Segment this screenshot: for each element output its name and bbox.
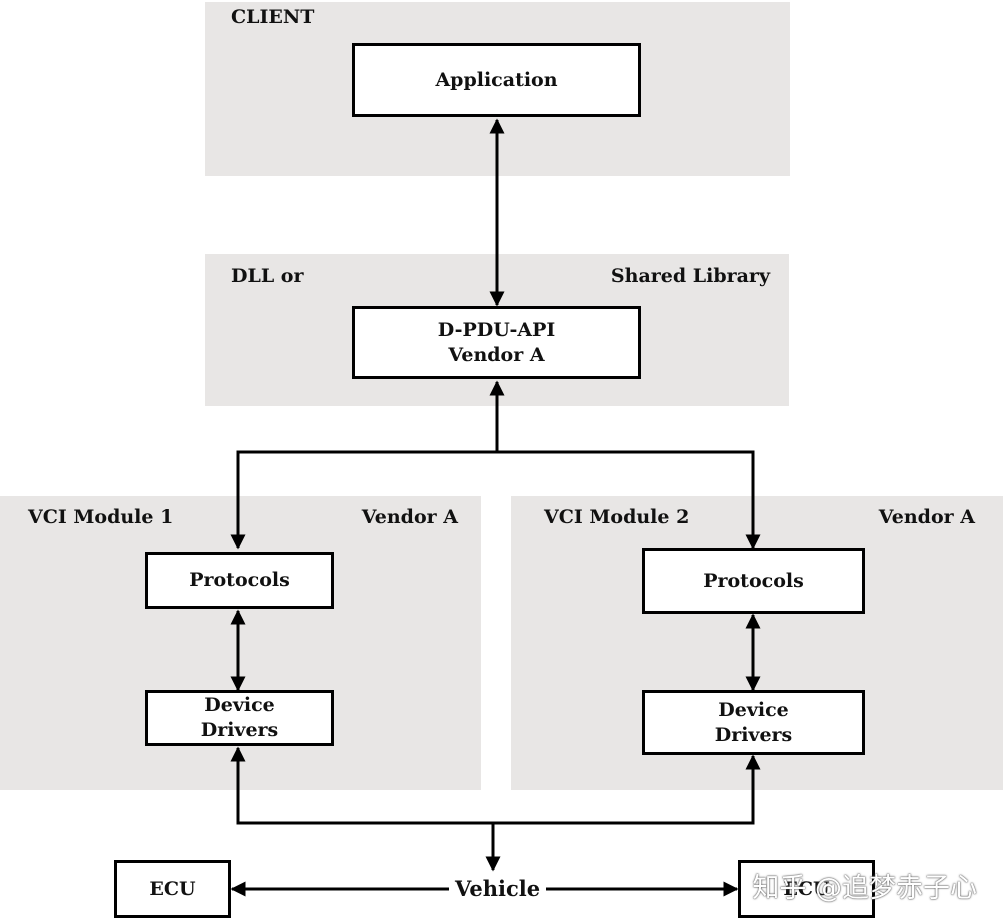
vci-module-2-title: VCI Module 2 [544,506,690,528]
application-label: Application [435,68,558,91]
vci-module-1-vendor: Vendor A [361,506,458,528]
application-box: Application [352,43,641,117]
d-pdu-api-box: D-PDU-API Vendor A [352,306,641,379]
vci-module-1-protocols-box: Protocols [145,552,334,609]
bus-bottom [230,746,761,825]
ecu-right-box: ECU [738,860,875,918]
vci-module-2-vendor: Vendor A [878,506,975,528]
vci-module-2-drivers-line1: Device [718,698,789,721]
vci-module-2-drivers-box: Device Drivers [642,690,865,755]
bus-top [230,450,761,550]
library-label-right: Shared Library [610,265,770,287]
vci-module-2-drivers-line2: Drivers [714,723,793,746]
library-label-left: DLL or [231,265,304,287]
ecu-left-label: ECU [149,877,196,900]
ecu-left-box: ECU [114,860,231,918]
d-pdu-api-label: D-PDU-API [437,318,556,341]
vci-module-1-title: VCI Module 1 [28,506,174,528]
client-title: CLIENT [231,6,315,28]
vci-module-1-drivers-line2: Drivers [200,719,279,741]
d-pdu-api-vendor: Vendor A [448,343,545,366]
vehicle-label: Vehicle [449,878,547,899]
vci-module-2-protocols-box: Protocols [642,548,865,614]
ecu-right-label: ECU [783,877,830,900]
vci-module-2-protocols-label: Protocols [703,569,804,592]
watermark: 知乎 @追梦赤子心 [752,873,977,904]
vci-module-1-protocols-label: Protocols [189,569,290,591]
vci-module-1-drivers-box: Device Drivers [145,690,334,746]
vci-module-1-drivers-line1: Device [204,694,275,716]
